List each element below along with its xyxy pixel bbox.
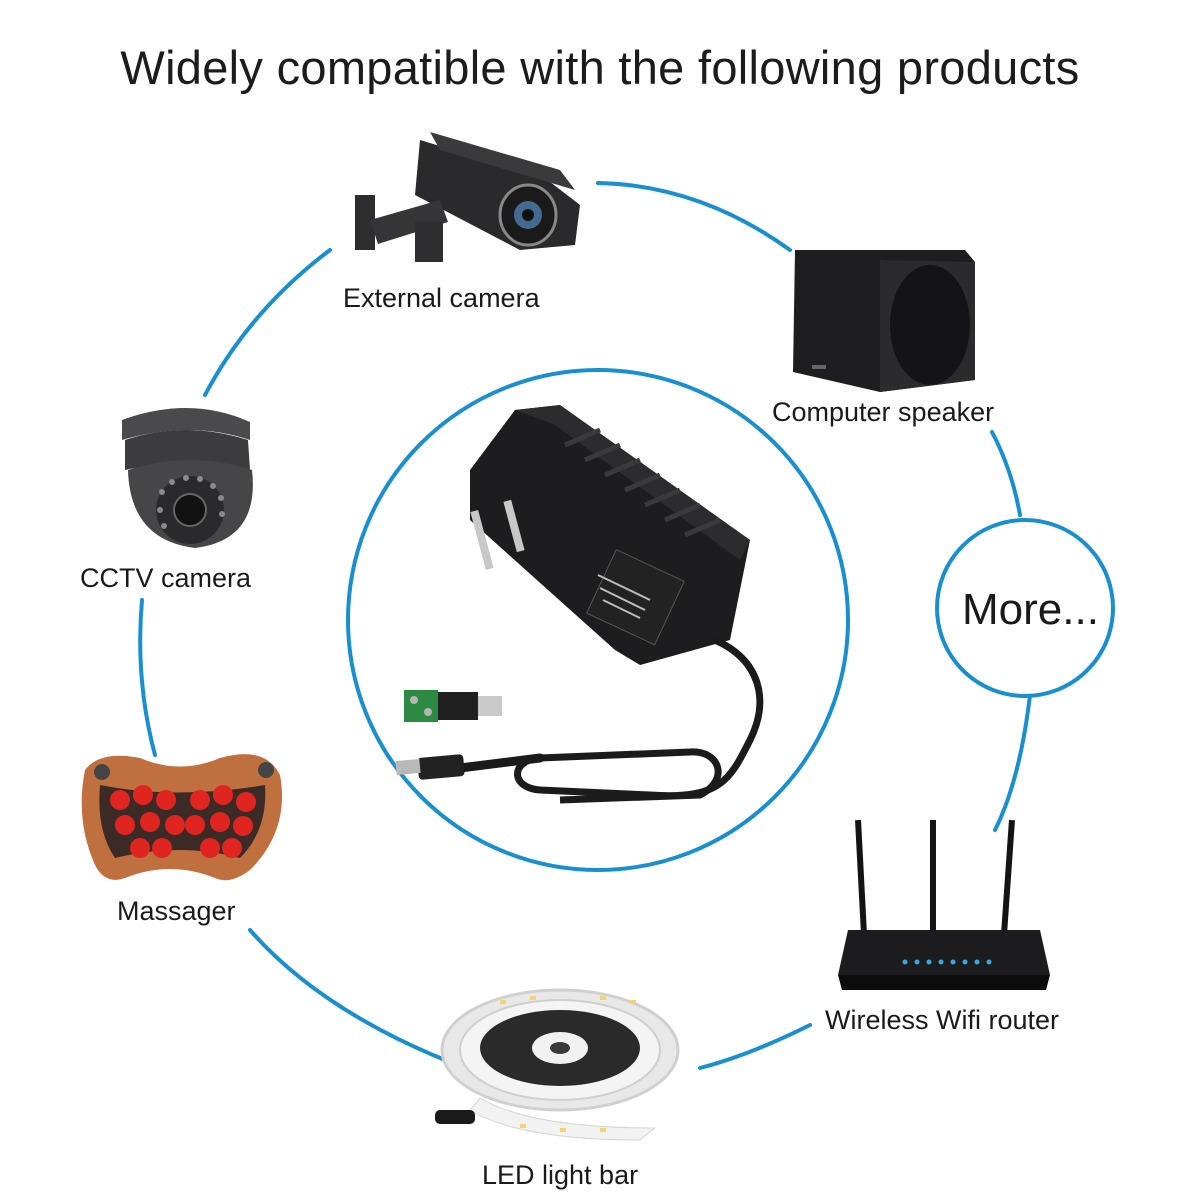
router-icon (838, 819, 1050, 990)
connector-arc (203, 248, 332, 397)
connector-arc (990, 430, 1022, 517)
led-strip-icon (435, 988, 680, 1141)
product-label-computer-speaker: Computer speaker (772, 397, 995, 427)
more-circle (935, 518, 1115, 698)
speaker-icon (793, 250, 975, 392)
connector-arc (698, 1023, 812, 1070)
product-label-wifi-router: Wireless Wifi router (825, 1005, 1060, 1035)
connector-arc (596, 181, 792, 252)
product-label-led-light-bar: LED light bar (482, 1160, 639, 1190)
more-label: More... (962, 585, 1099, 634)
connector-arc (138, 598, 157, 757)
page-title: Widely compatible with the following pro… (120, 41, 1080, 94)
bullet-camera-icon (355, 132, 580, 262)
connector-arc (248, 928, 452, 1064)
connector-arc (993, 693, 1032, 832)
power-adapter-icon (395, 405, 764, 804)
massager-icon (81, 754, 283, 881)
dome-camera-icon (122, 407, 253, 548)
connector-ring (138, 181, 1032, 1070)
product-label-cctv-camera: CCTV camera (80, 563, 252, 593)
product-label-massager: Massager (117, 896, 236, 926)
product-label-external-camera: External camera (343, 283, 540, 313)
